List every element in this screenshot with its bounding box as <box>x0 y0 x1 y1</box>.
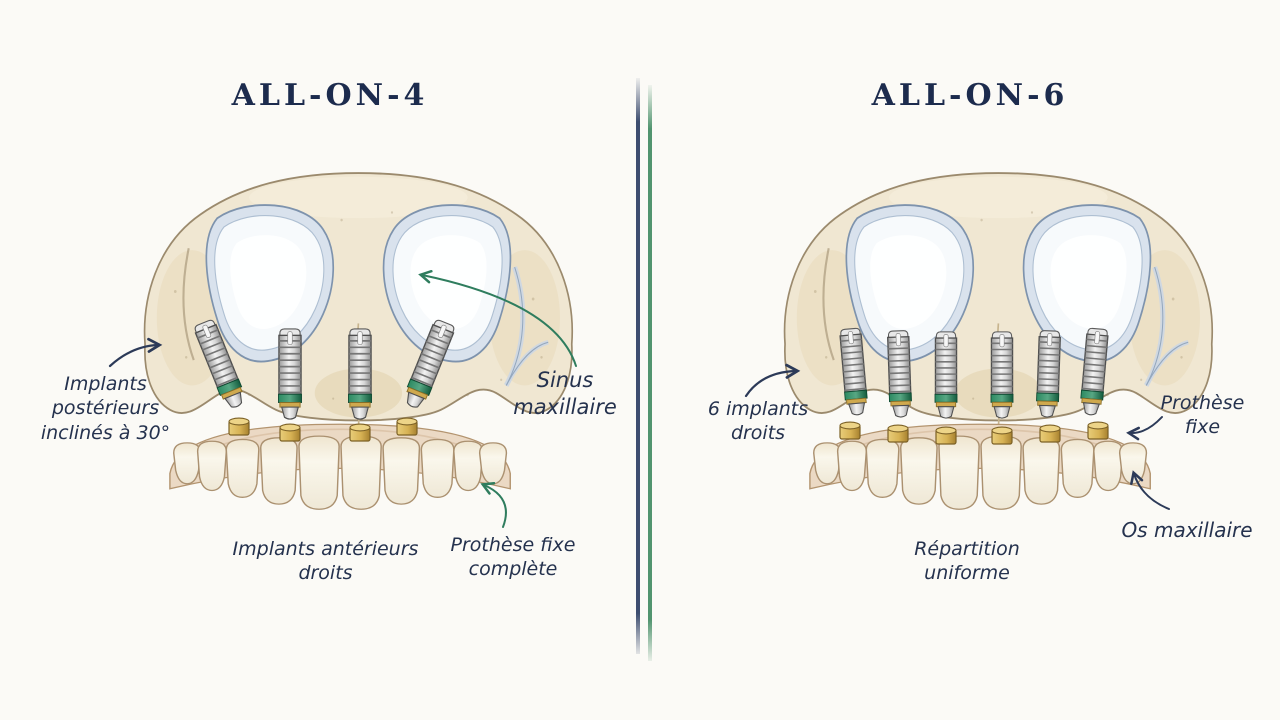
label-line: droits <box>298 562 353 585</box>
straight-implant-icon <box>347 328 373 420</box>
label-line: Prothèse fixe <box>450 534 576 556</box>
label-line: maxillaire <box>513 394 617 419</box>
label-line: Sinus <box>536 368 594 392</box>
label-line: Répartition <box>914 538 1020 560</box>
prosthesis-arch-left <box>168 423 512 511</box>
label-line: Prothèse <box>1160 392 1245 414</box>
straight-implant-icon <box>990 331 1014 419</box>
label-line: uniforme <box>924 562 1010 585</box>
label-line: droits <box>730 422 786 445</box>
label-line: Os maxillaire <box>1121 518 1253 542</box>
straight-implant-icon <box>886 329 913 419</box>
label-repartition-uniforme: Répartition uniforme <box>872 537 1062 586</box>
all-on-6-illustration <box>755 152 1280 511</box>
label-line: postérieurs <box>51 397 160 420</box>
label-implants-anterieurs: Implants antérieurs droits <box>198 537 453 586</box>
all-on-4-title: ALL-ON-4 <box>231 78 429 113</box>
label-line: Implants <box>64 373 147 395</box>
label-prothese-fixe-complete: Prothèse fixe complète <box>418 533 608 582</box>
label-prothese-fixe: Prothèse fixe <box>1125 391 1280 440</box>
label-line: fixe <box>1184 416 1221 439</box>
label-line: Implants antérieurs <box>232 538 419 560</box>
label-line: inclinés à 30° <box>40 421 171 444</box>
label-line: 6 implants <box>707 398 809 420</box>
all-on-4-illustration <box>115 152 675 511</box>
label-line: complète <box>468 558 558 581</box>
straight-implant-icon <box>1035 329 1062 419</box>
label-sinus-maxillaire: Sinus maxillaire <box>475 367 655 421</box>
straight-implant-icon <box>277 328 303 420</box>
label-os-maxillaire: Os maxillaire <box>1092 518 1280 544</box>
label-6-implants-droits: 6 implants droits <box>668 397 848 446</box>
straight-implant-icon <box>934 331 958 419</box>
label-implants-posterieurs: Implants postérieurs inclinés à 30° <box>18 372 193 445</box>
all-on-6-title: ALL-ON-6 <box>871 78 1069 113</box>
